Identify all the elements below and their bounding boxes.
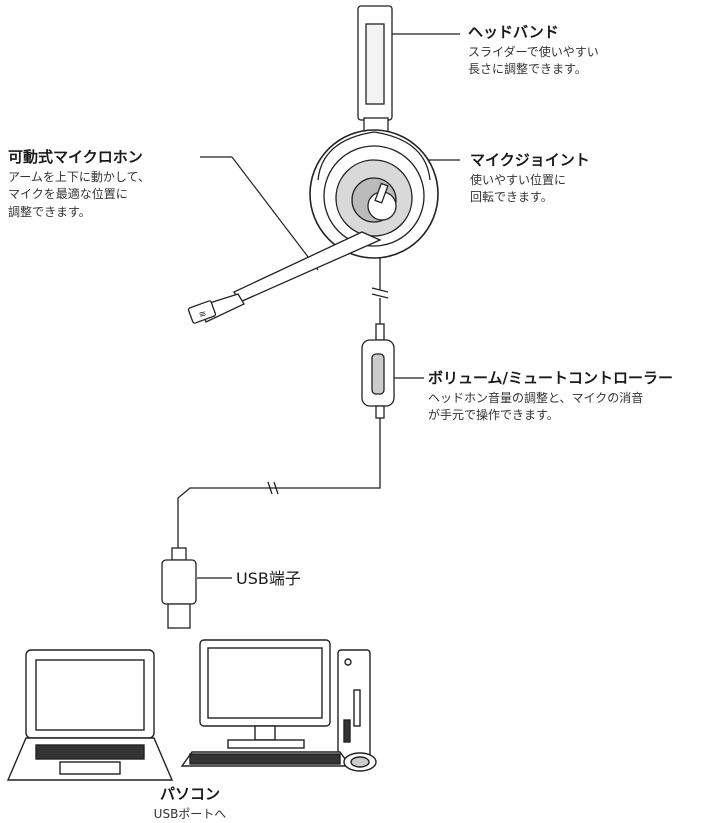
mic-desc-3: 調整できます。 [8, 204, 91, 219]
svg-text:≋: ≋ [198, 309, 209, 321]
headband-desc-2: 長さに調整できます。 [468, 62, 587, 77]
usb-plug-icon [161, 559, 197, 605]
mic-joint-title: マイクジョイント [470, 151, 590, 169]
mic-joint-desc-2: 回転できます。 [470, 190, 553, 205]
pc-title: パソコン [159, 785, 220, 803]
mic-desc-2: マイクを最適な位置に [8, 187, 128, 202]
mic-desc-1: アームを上下に動かして、 [8, 169, 150, 184]
headset-icon: ≋ [161, 5, 439, 629]
controller-desc-1: ヘッドホン音量の調整と、マイクの消音 [428, 390, 644, 405]
pc-subtitle: USBポートへ [153, 806, 227, 821]
headband-desc-1: スライダーで使いやすい [468, 44, 599, 59]
mic-arm [233, 231, 382, 303]
laptop-icon [6, 649, 174, 781]
callout-controller: ボリューム/ミュートコントローラー ヘッドホン音量の調整と、マイクの消音 が手元… [428, 368, 673, 425]
controller-desc-2: が手元で操作できます。 [428, 408, 559, 423]
caption-pc: パソコン USBポートへ [120, 784, 260, 823]
mic-title: 可動式マイクロホン [8, 148, 143, 166]
callout-headband: ヘッドバンド スライダーで使いやすい 長さに調整できます。 [468, 22, 599, 79]
mic-capsule [187, 300, 217, 324]
mic-joint-desc-1: 使いやすい位置に [470, 172, 567, 187]
mic-leader-diag [231, 156, 319, 271]
headband-title: ヘッドバンド [468, 23, 559, 41]
callout-mic-joint: マイクジョイント 使いやすい位置に 回転できます。 [470, 150, 590, 207]
controller-title: ボリューム/ミュートコントローラー [428, 369, 674, 387]
usb-title: USB端子 [236, 569, 301, 588]
callout-mic: 可動式マイクロホン アームを上下に動かして、 マイクを最適な位置に 調整できます… [8, 147, 150, 221]
callout-usb: USB端子 [236, 567, 301, 590]
desktop-pc-icon [180, 639, 377, 772]
